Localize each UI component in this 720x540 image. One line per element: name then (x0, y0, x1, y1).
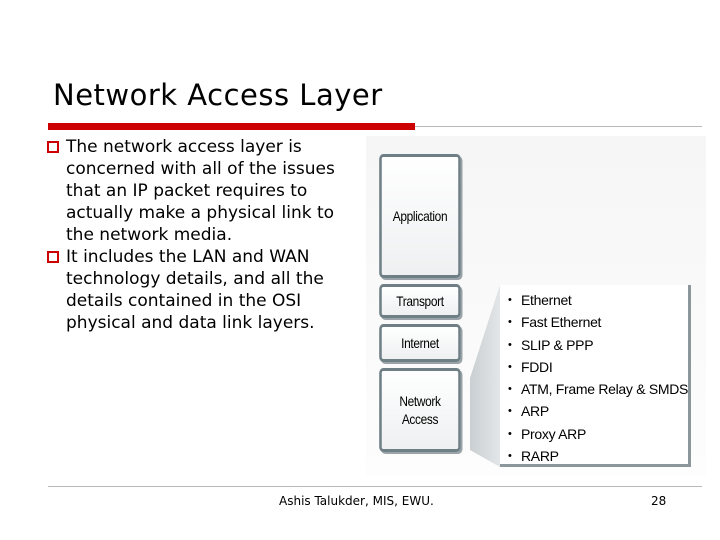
dot-bullet-icon: • (508, 316, 512, 329)
technology-label: RARP (521, 448, 559, 465)
technology-label: Ethernet (521, 292, 572, 308)
technology-item: • ARP (506, 400, 688, 422)
title-accent-bar (48, 123, 415, 130)
dot-bullet-icon: • (508, 338, 512, 351)
page-number: 28 (651, 494, 667, 508)
layer-internet: Internet (379, 324, 461, 362)
technology-item: • RARP (506, 445, 688, 467)
technology-item: • ATM, Frame Relay & SMDS (506, 378, 688, 400)
technology-item: • Ethernet (506, 289, 688, 311)
technology-label: FDDI (521, 358, 553, 375)
technology-item: • SLIP & PPP (506, 334, 688, 356)
layer-transport: Transport (379, 284, 461, 318)
technology-item: • Proxy ARP (506, 423, 688, 445)
dot-bullet-icon: • (508, 450, 512, 463)
layer-network-access: Network Access (379, 368, 461, 452)
tcpip-layer-diagram: Application Transport Internet Network A… (366, 136, 706, 476)
slide-title: Network Access Layer (53, 78, 383, 112)
technology-panel: • Ethernet • Fast Ethernet • SLIP & PPP • FD… (500, 285, 691, 467)
square-bullet-icon (47, 251, 59, 263)
technology-label: ARP (521, 403, 549, 420)
network-access-fan-connector (470, 285, 500, 467)
bullet-text: The network access layer is concerned wi… (66, 137, 335, 245)
technology-label: SLIP & PPP (521, 336, 594, 353)
technology-item: • Fast Ethernet (506, 311, 688, 333)
square-bullet-icon (47, 141, 59, 153)
footer-author: Ashis Talukder, MIS, EWU. (279, 494, 434, 508)
dot-bullet-icon: • (508, 360, 512, 373)
technology-label: Fast Ethernet (521, 314, 602, 331)
bullet-item: The network access layer is concerned wi… (45, 136, 363, 246)
bullet-text: It includes the LAN and WAN technology d… (66, 247, 324, 333)
dot-bullet-icon: • (508, 383, 512, 396)
dot-bullet-icon: • (508, 405, 512, 418)
bullet-item: It includes the LAN and WAN technology d… (45, 246, 363, 334)
dot-bullet-icon: • (508, 294, 512, 306)
footer-divider (48, 486, 702, 487)
dot-bullet-icon: • (508, 427, 512, 440)
fan-shape (470, 285, 500, 467)
layer-application: Application (379, 154, 461, 278)
technology-label: Proxy ARP (521, 425, 586, 442)
technology-list: • Ethernet • Fast Ethernet • SLIP & PPP • FD… (500, 285, 688, 467)
technology-item: • FDDI (506, 356, 688, 378)
bullet-list: The network access layer is concerned wi… (45, 136, 363, 334)
technology-label: ATM, Frame Relay & SMDS (521, 381, 689, 398)
